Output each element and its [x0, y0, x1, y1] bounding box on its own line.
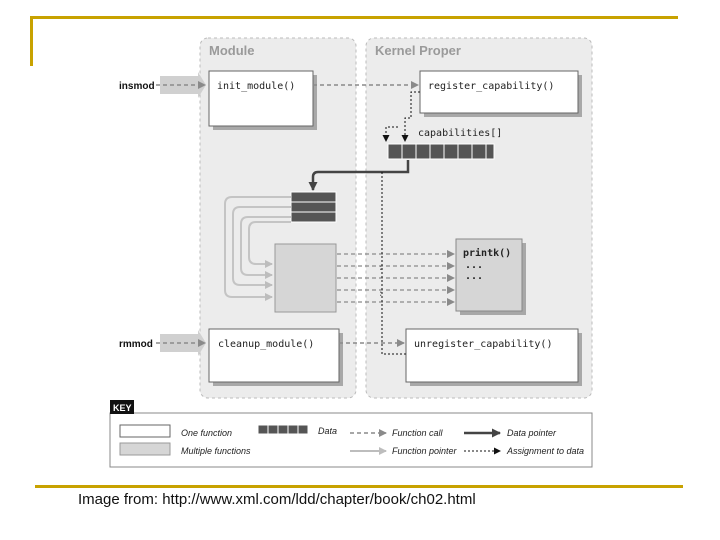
key-data-icon — [257, 424, 309, 435]
key-multiple-functions-icon — [119, 442, 171, 456]
kernel-panel-title: Kernel Proper — [375, 43, 461, 58]
key-title: KEY — [113, 403, 132, 413]
unregister-capability-label: unregister_capability() — [414, 339, 552, 350]
key-function-pointer-label: Function pointer — [392, 446, 458, 456]
capabilities-cell — [457, 143, 473, 160]
capabilities-cell — [401, 143, 417, 160]
key-data-label: Data — [318, 426, 337, 436]
module-panel-title: Module — [209, 43, 255, 58]
capabilities-cell — [443, 143, 459, 160]
key-title-bg — [110, 400, 134, 414]
rmmod-label: rmmod — [119, 339, 153, 350]
module-to-kernel-calls — [337, 250, 455, 306]
capabilities-array — [387, 143, 495, 160]
key-box — [109, 412, 593, 468]
assignment-arrow — [401, 91, 420, 142]
key-function-call-label: Function call — [392, 428, 444, 438]
unregister-capability-box — [405, 328, 579, 383]
capabilities-cell — [429, 143, 445, 160]
key-assignment-label: Assignment to data — [506, 446, 584, 456]
data-pointer-arrow — [308, 160, 410, 191]
printk-more-1: ... — [465, 260, 483, 271]
register-capability-box — [419, 70, 579, 114]
register-capability-label: register_capability() — [428, 81, 554, 92]
module-data-cell — [290, 211, 337, 223]
vertical-ellipsis: : — [378, 289, 383, 299]
module-data-cell — [290, 191, 337, 203]
capabilities-label: capabilities[] — [418, 128, 502, 139]
capabilities-cell — [485, 143, 495, 160]
printk-label: printk() — [463, 247, 511, 259]
kernel-panel — [365, 37, 593, 399]
function-pointer-loops — [224, 196, 291, 301]
key-one-function-label: One function — [181, 428, 232, 438]
key-one-function-icon — [119, 424, 171, 438]
printk-box — [455, 238, 523, 312]
assignment-arrow-left — [382, 126, 398, 142]
capabilities-cell — [415, 143, 431, 160]
slide-frame-left — [30, 16, 33, 66]
insmod-big-arrow — [160, 72, 206, 98]
unregister-assignment-arrow — [381, 170, 406, 355]
vertical-ellipsis: : — [378, 263, 383, 273]
capabilities-cell — [471, 143, 487, 160]
printk-more-2: ... — [465, 271, 483, 282]
rmmod-big-arrow — [160, 330, 206, 356]
cleanup-module-label: cleanup_module() — [218, 339, 314, 350]
key-data-pointer-label: Data pointer — [507, 428, 557, 438]
image-source-caption: Image from: http://www.xml.com/ldd/chapt… — [78, 491, 476, 508]
key-multiple-functions-label: Multiple functions — [181, 446, 251, 456]
slide-frame-bottom — [35, 485, 683, 488]
module-data-cell — [290, 201, 337, 213]
cleanup-module-box — [208, 328, 340, 383]
capabilities-cell — [387, 143, 403, 160]
module-data — [290, 191, 337, 223]
insmod-label: insmod — [119, 81, 155, 92]
slide-frame-top — [30, 16, 678, 19]
module-functions-box — [274, 243, 337, 313]
init-module-label: init_module() — [217, 81, 295, 92]
init-module-box — [208, 70, 314, 127]
